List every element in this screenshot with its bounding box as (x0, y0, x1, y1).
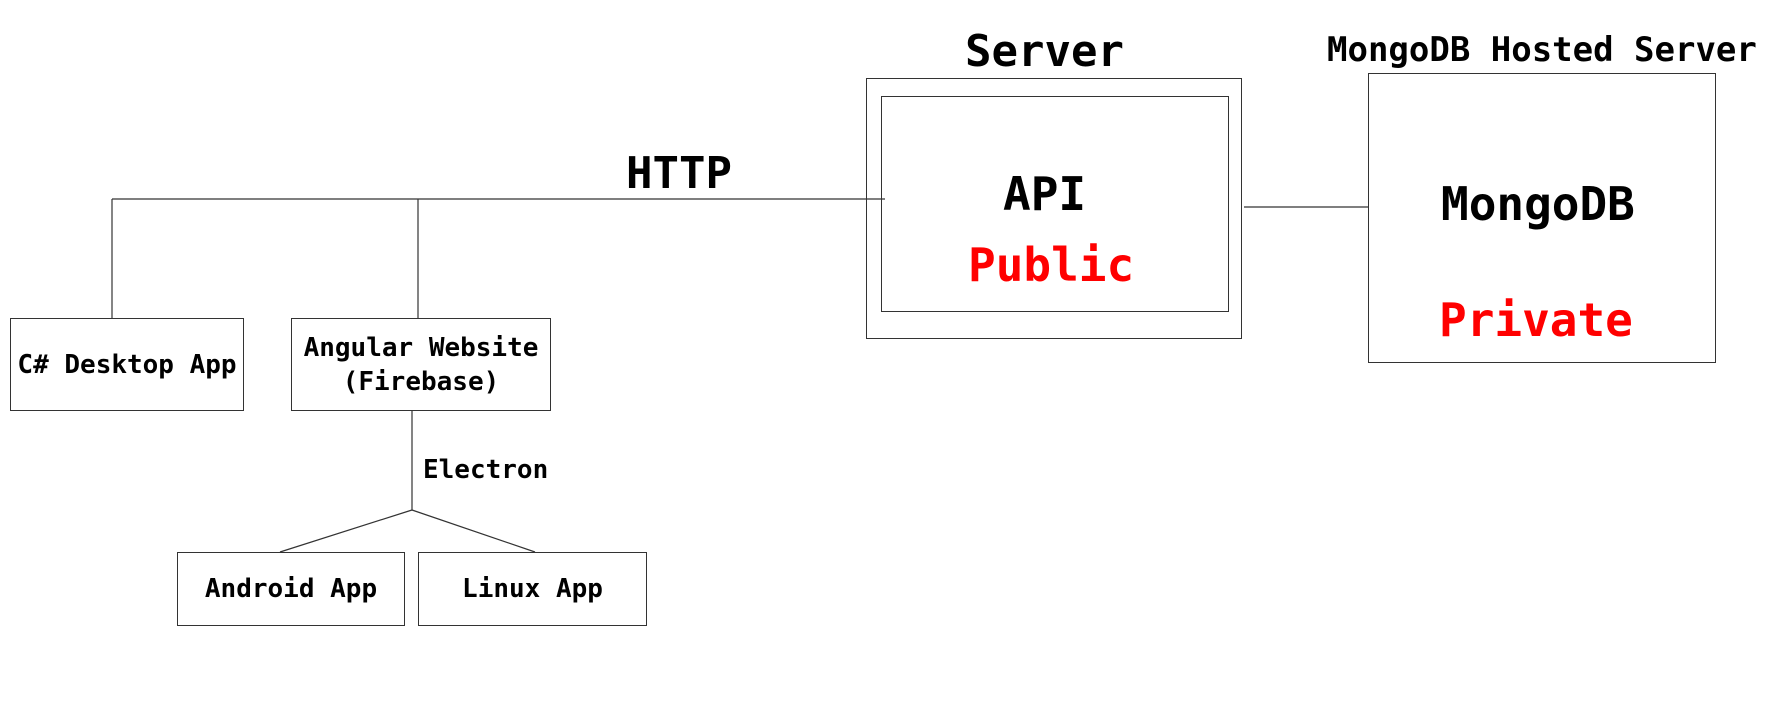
api-label: API (1003, 167, 1087, 221)
desktop-app-label: C# Desktop App (17, 349, 237, 380)
website-box: Angular Website (Firebase) (291, 318, 551, 411)
android-app-box: Android App (177, 552, 405, 626)
website-label-line1: Angular Website (303, 332, 539, 363)
mongodb-label: MongoDB (1441, 177, 1635, 231)
electron-branch-linux (411, 509, 536, 553)
electron-label: Electron (423, 455, 549, 485)
server-outer-box (866, 78, 1242, 339)
website-label-line2: (Firebase) (342, 366, 500, 397)
linux-app-label: Linux App (462, 574, 603, 604)
api-inner-box (881, 96, 1229, 312)
mongodb-box (1368, 73, 1716, 363)
linux-app-box: Linux App (418, 552, 647, 626)
desktop-app-box: C# Desktop App (10, 318, 244, 411)
mongo-host-title: MongoDB Hosted Server (1327, 30, 1757, 70)
http-label: HTTP (626, 148, 732, 199)
public-label: Public (968, 238, 1135, 292)
server-title: Server (965, 26, 1124, 77)
private-label: Private (1439, 293, 1633, 347)
android-app-label: Android App (204, 574, 378, 604)
electron-branch-android (279, 509, 413, 553)
